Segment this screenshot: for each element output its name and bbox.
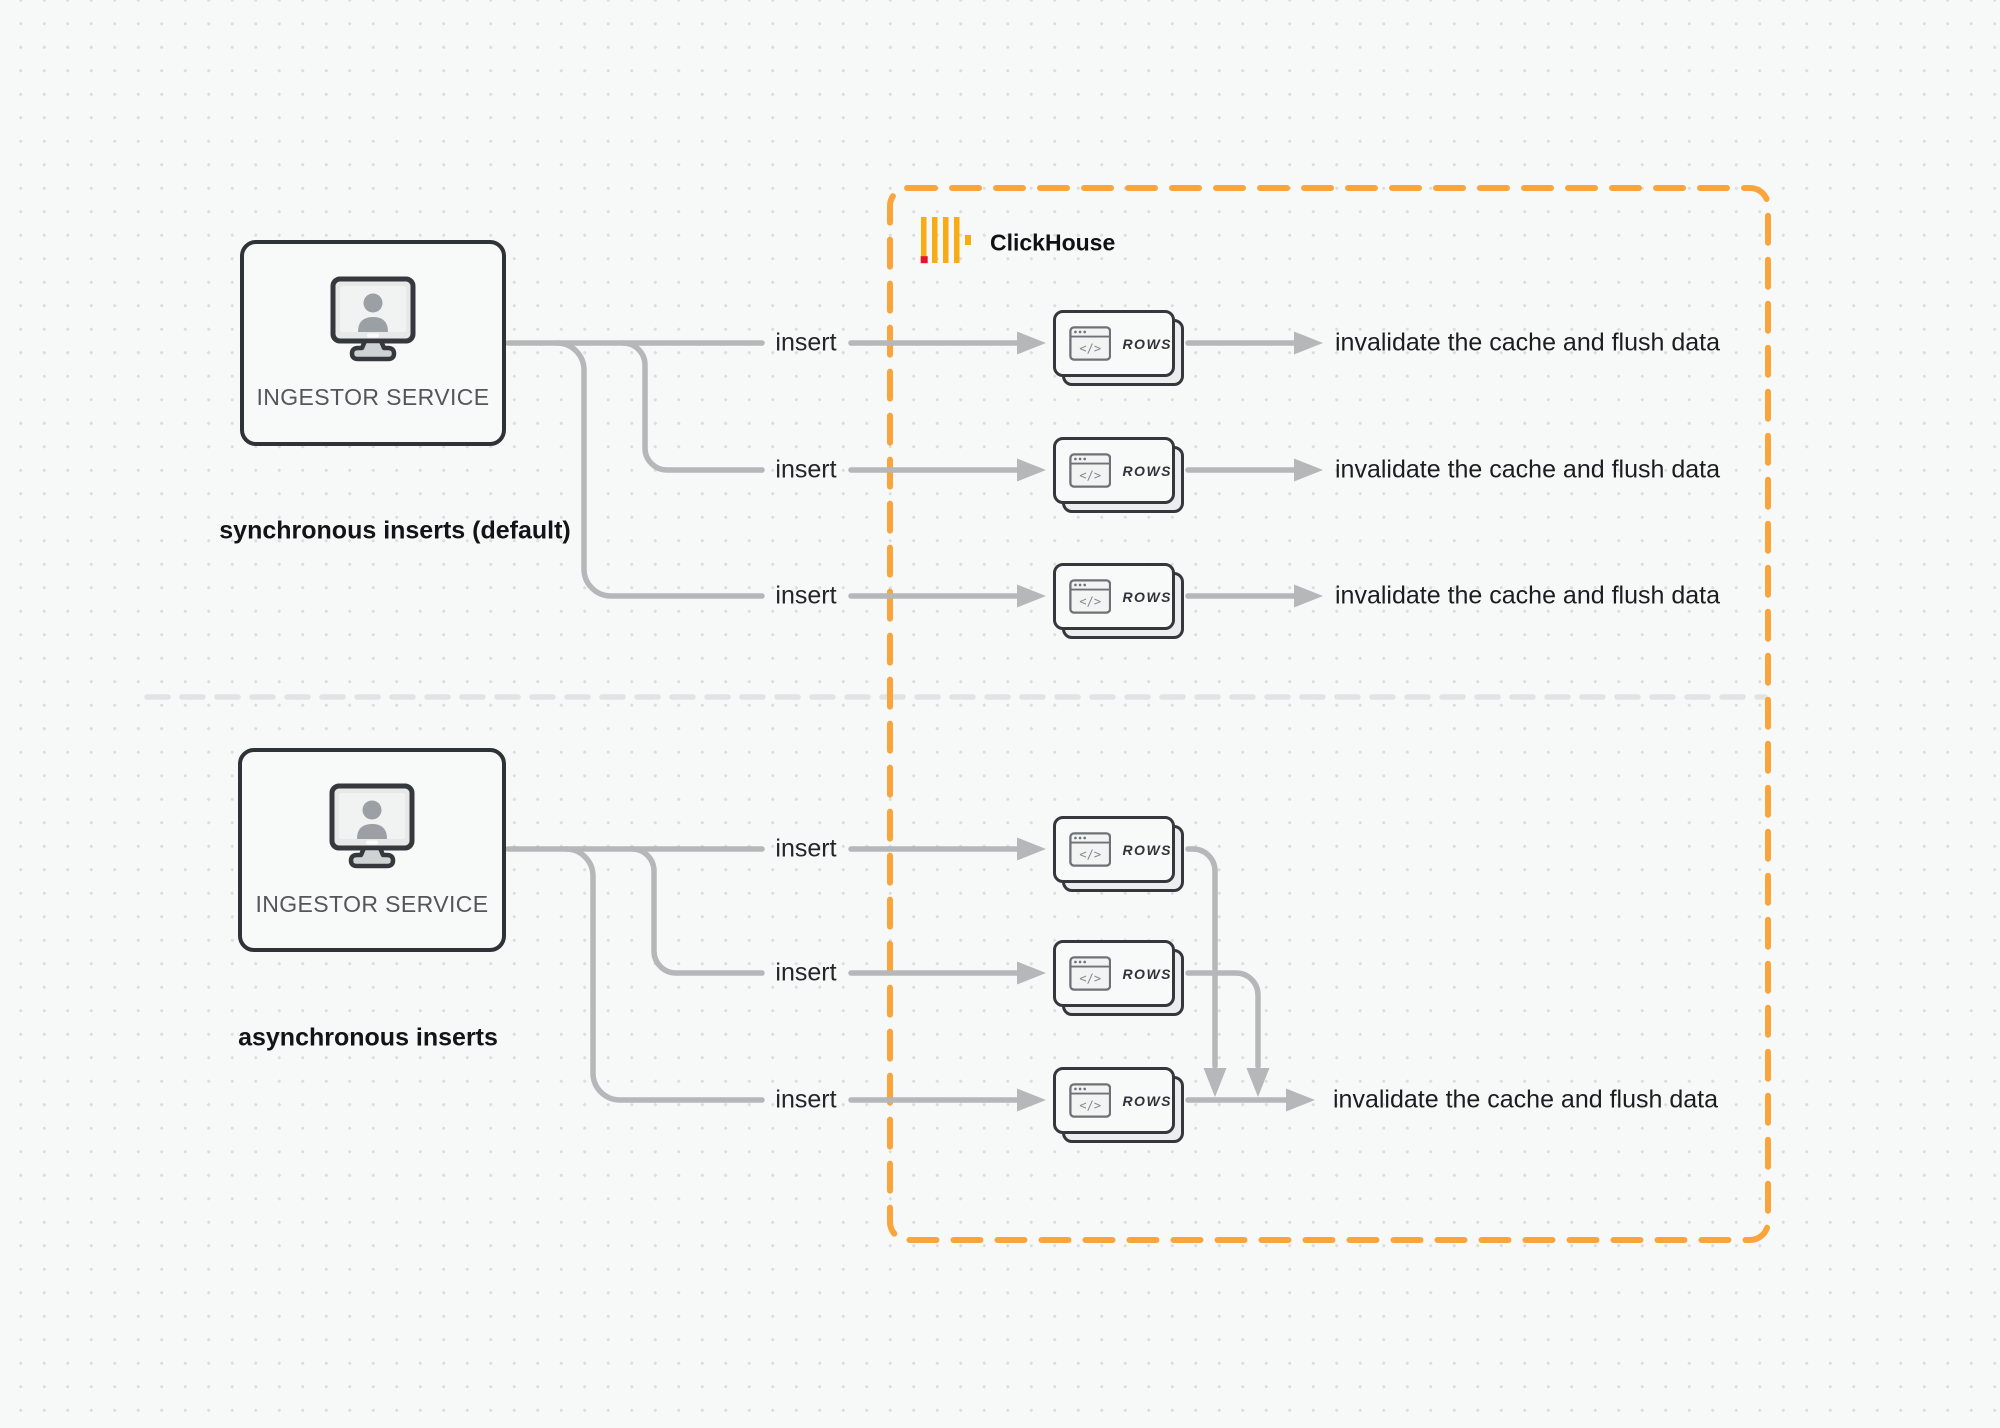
sync-branch-row2: [620, 340, 765, 473]
async-section-caption: asynchronous inserts: [238, 1023, 498, 1052]
code-window-icon: </>: [1069, 956, 1112, 991]
clickhouse-dashed-border: [887, 185, 1771, 1243]
ingestor-service-node-async: INGESTOR SERVICE: [238, 748, 506, 952]
rows-node: </> ROWS: [1053, 437, 1184, 513]
service-label: INGESTOR SERVICE: [256, 383, 490, 410]
sync-section-caption: synchronous inserts (default): [219, 516, 571, 545]
svg-text:</>: </>: [1079, 341, 1101, 355]
code-window-icon: </>: [1069, 579, 1112, 614]
svg-text:</>: </>: [1079, 468, 1101, 482]
rows-label: ROWS: [1122, 462, 1172, 479]
service-label: INGESTOR SERVICE: [255, 890, 489, 917]
async-branch-row3: [563, 846, 765, 1103]
rows-node: </> ROWS: [1053, 310, 1184, 386]
async-merge-line-1: [1185, 846, 1218, 1069]
arrowhead-right: [1017, 961, 1046, 985]
gray-connectors: [505, 340, 1299, 1103]
rows-node: </> ROWS: [1053, 940, 1184, 1016]
svg-text:</>: </>: [1079, 971, 1101, 985]
insert-label: insert: [775, 328, 837, 357]
insert-label: insert: [775, 1085, 837, 1114]
arrowhead-down: [1246, 1068, 1270, 1097]
svg-text:</>: </>: [1079, 847, 1101, 861]
result-label: invalidate the cache and flush data: [1335, 581, 1720, 610]
monitor-user-icon: [329, 783, 415, 868]
insert-label: insert: [775, 581, 837, 610]
arrowhead-right: [1017, 837, 1046, 861]
result-label: invalidate the cache and flush data: [1335, 455, 1720, 484]
rows-label: ROWS: [1122, 588, 1172, 605]
monitor-user-icon: [330, 276, 416, 361]
sync-branch-row3: [554, 340, 765, 599]
arrowhead-right: [1017, 584, 1046, 608]
insert-label: insert: [775, 958, 837, 987]
arrowhead-right: [1017, 331, 1046, 355]
svg-text:</>: </>: [1079, 1098, 1101, 1112]
arrowheads: [1017, 331, 1323, 1112]
rows-node: </> ROWS: [1053, 563, 1184, 639]
insert-label: insert: [775, 834, 837, 863]
clickhouse-label: ClickHouse: [990, 229, 1116, 256]
arrowhead-right: [1017, 1088, 1046, 1112]
rows-node: </> ROWS: [1053, 816, 1184, 892]
result-label: invalidate the cache and flush data: [1335, 328, 1720, 357]
arrowhead-right: [1294, 331, 1323, 355]
async-merge-line-2: [1185, 970, 1261, 1069]
rows-label: ROWS: [1122, 841, 1172, 858]
async-branch-row2: [629, 846, 765, 976]
insert-label: insert: [775, 455, 837, 484]
arrowhead-down: [1203, 1068, 1227, 1097]
arrowhead-right: [1017, 458, 1046, 482]
code-window-icon: </>: [1069, 832, 1112, 867]
code-window-icon: </>: [1069, 1083, 1112, 1118]
rows-node: </> ROWS: [1053, 1067, 1184, 1143]
code-window-icon: </>: [1069, 326, 1112, 361]
arrowhead-right: [1286, 1088, 1315, 1112]
result-label: invalidate the cache and flush data: [1333, 1085, 1718, 1114]
rows-label: ROWS: [1122, 965, 1172, 982]
ingestor-service-node-sync: INGESTOR SERVICE: [240, 240, 506, 446]
code-window-icon: </>: [1069, 453, 1112, 488]
rows-label: ROWS: [1122, 1092, 1172, 1109]
arrowhead-right: [1294, 458, 1323, 482]
arrowhead-right: [1294, 584, 1323, 608]
rows-label: ROWS: [1122, 335, 1172, 352]
clickhouse-bars-icon: [920, 217, 971, 264]
svg-text:</>: </>: [1079, 594, 1101, 608]
